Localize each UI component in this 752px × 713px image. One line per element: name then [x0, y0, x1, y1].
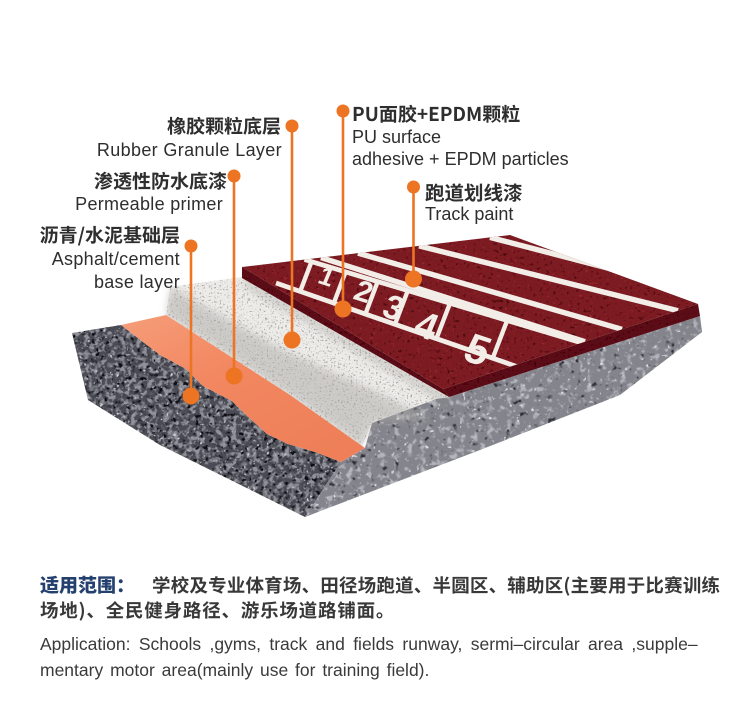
- svg-text:PU surface: PU surface: [352, 127, 441, 147]
- svg-text:Asphalt/cement: Asphalt/cement: [52, 249, 180, 269]
- svg-text:base layer: base layer: [94, 272, 180, 292]
- svg-text:Application: Schools ,gyms, tr: Application: Schools ,gyms, track and fi…: [40, 634, 698, 654]
- svg-text:Permeable primer: Permeable primer: [75, 194, 223, 214]
- svg-text:adhesive + EPDM particles: adhesive + EPDM particles: [352, 149, 569, 169]
- svg-text:Track paint: Track paint: [425, 204, 513, 224]
- svg-text:mentary motor area(mainly use: mentary motor area(mainly use for traini…: [40, 660, 429, 680]
- svg-text:Rubber Granule Layer: Rubber Granule Layer: [97, 140, 282, 160]
